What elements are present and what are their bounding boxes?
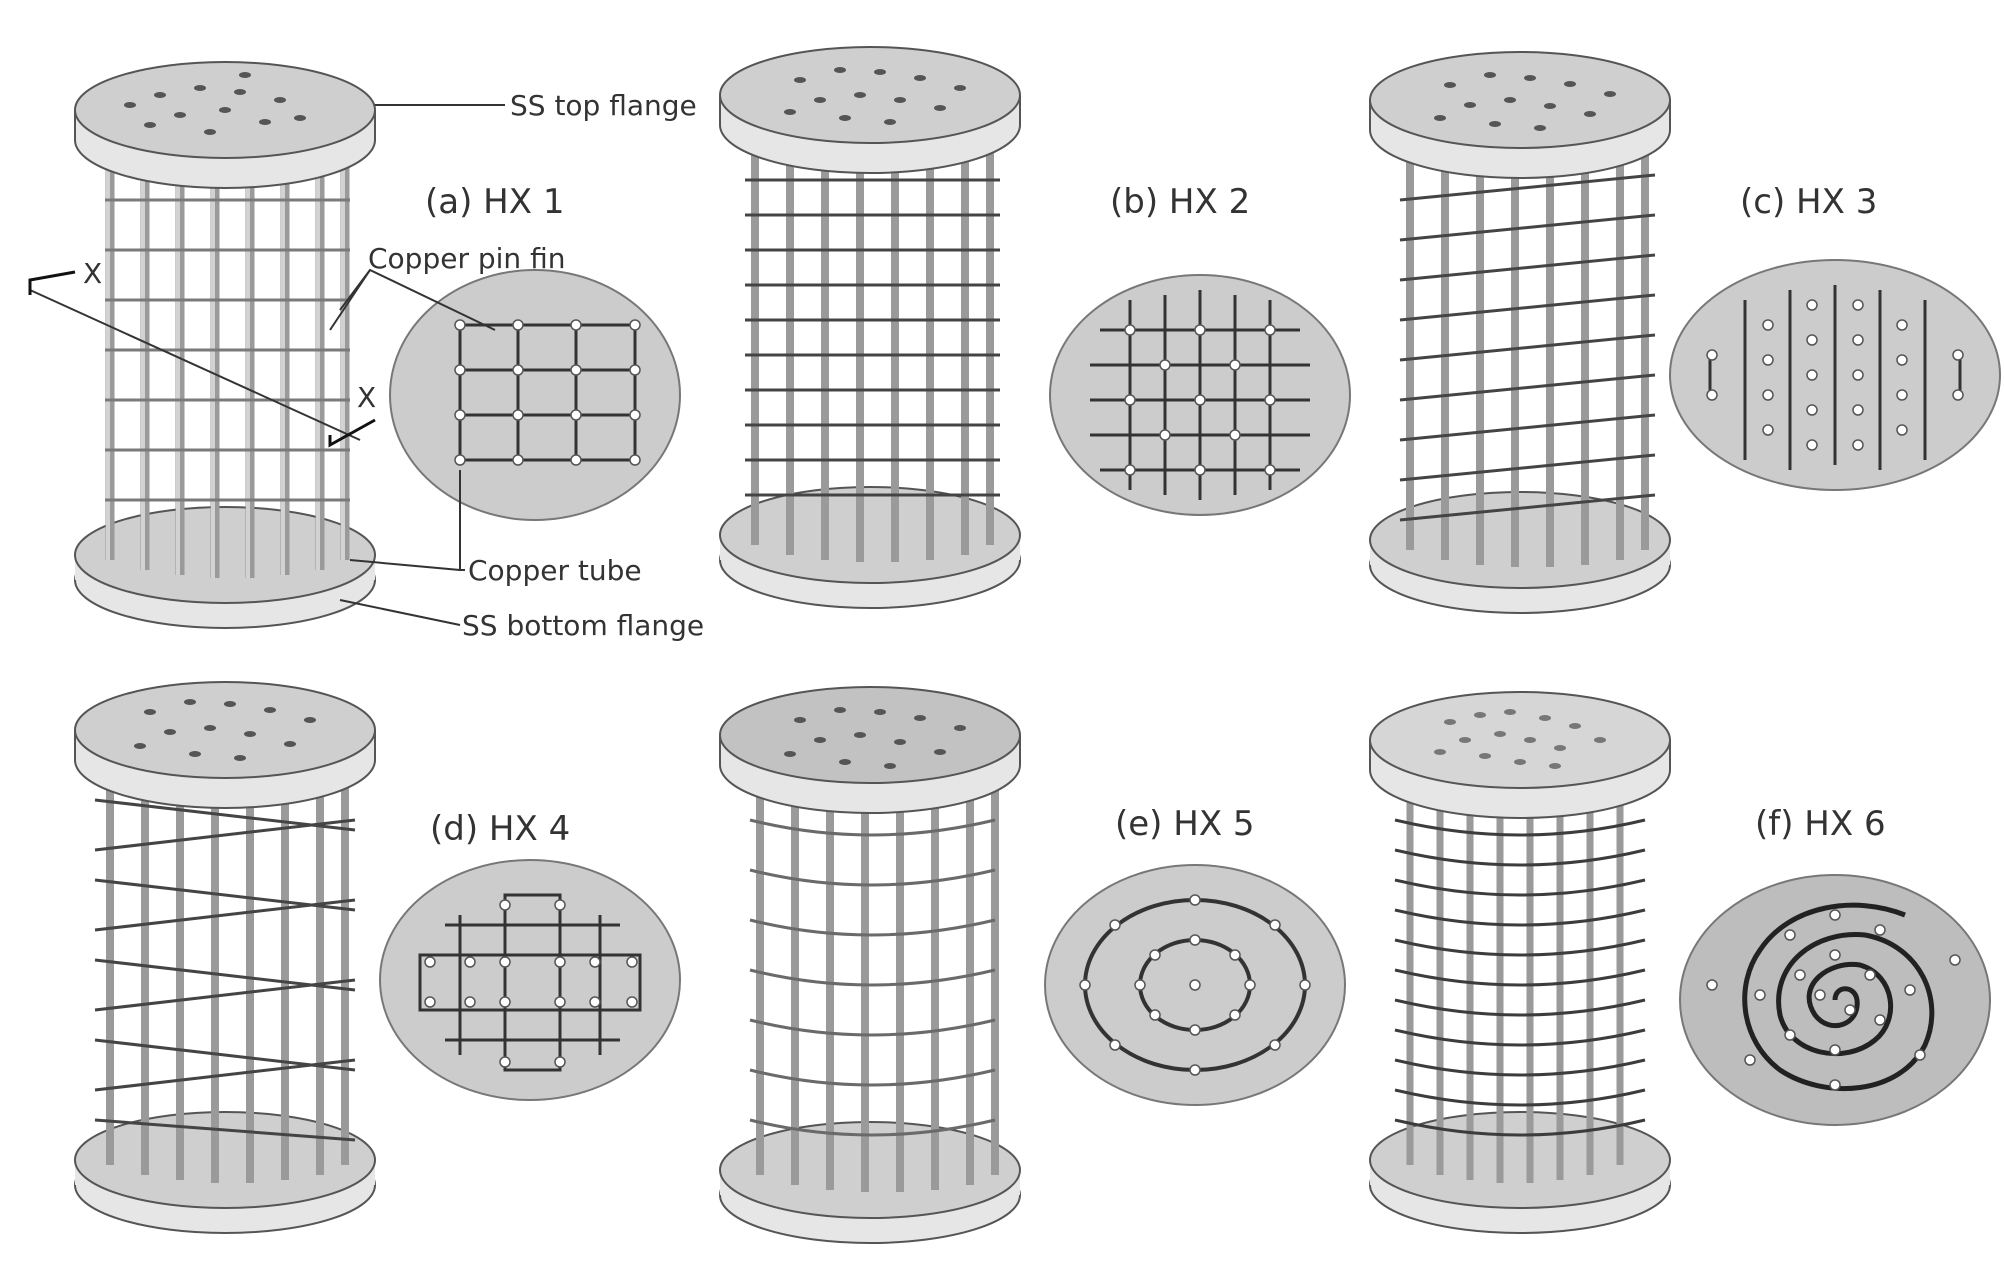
hx1-cross-section-disc (389, 269, 681, 521)
hx1-leader-lines (29, 104, 505, 626)
section-mark-x-upper: X (83, 257, 102, 290)
hx6-cross-section-disc (1679, 874, 1991, 1126)
hx1-section-arrows (28, 270, 376, 448)
annotation-copper-pin-fin: Copper pin fin (368, 242, 565, 275)
hx4-cross-section-disc (379, 859, 681, 1101)
panel-hx2: (b) HX 2 (719, 46, 1351, 609)
panel-hx5: (e) HX 5 (719, 686, 1346, 1244)
panel-hx6: (f) HX 6 (1369, 691, 1991, 1234)
hx1-exchanger-body (74, 61, 376, 629)
hx4-exchanger-body (74, 681, 376, 1234)
hx2-cross-section-disc (1049, 274, 1351, 516)
hx5-exchanger-body (719, 686, 1021, 1244)
section-mark-x-lower: X (357, 381, 376, 414)
panel-hx3: (c) HX 3 (1369, 51, 2001, 614)
hx5-cross-section-disc (1044, 864, 1346, 1106)
panel-label-hx5: (e) HX 5 (1115, 804, 1255, 844)
panel-label-hx2: (b) HX 2 (1110, 182, 1250, 222)
panel-label-hx4: (d) HX 4 (430, 809, 570, 849)
hx3-exchanger-body (1369, 51, 1671, 614)
annotation-ss-bottom-flange: SS bottom flange (462, 609, 704, 642)
hx6-exchanger-body (1369, 691, 1671, 1234)
panel-label-hx1: (a) HX 1 (425, 182, 564, 222)
panel-label-hx6: (f) HX 6 (1755, 804, 1886, 844)
panel-hx1: (a) HX 1 SS top flange Copper pin fin Co… (28, 61, 704, 642)
hx3-cross-section-disc (1669, 259, 2001, 491)
annotation-ss-top-flange: SS top flange (510, 89, 697, 122)
panel-hx4: (d) HX 4 (74, 681, 681, 1234)
panel-label-hx3: (c) HX 3 (1740, 182, 1877, 222)
hx2-exchanger-body (719, 46, 1021, 609)
annotation-copper-tube: Copper tube (468, 554, 642, 587)
